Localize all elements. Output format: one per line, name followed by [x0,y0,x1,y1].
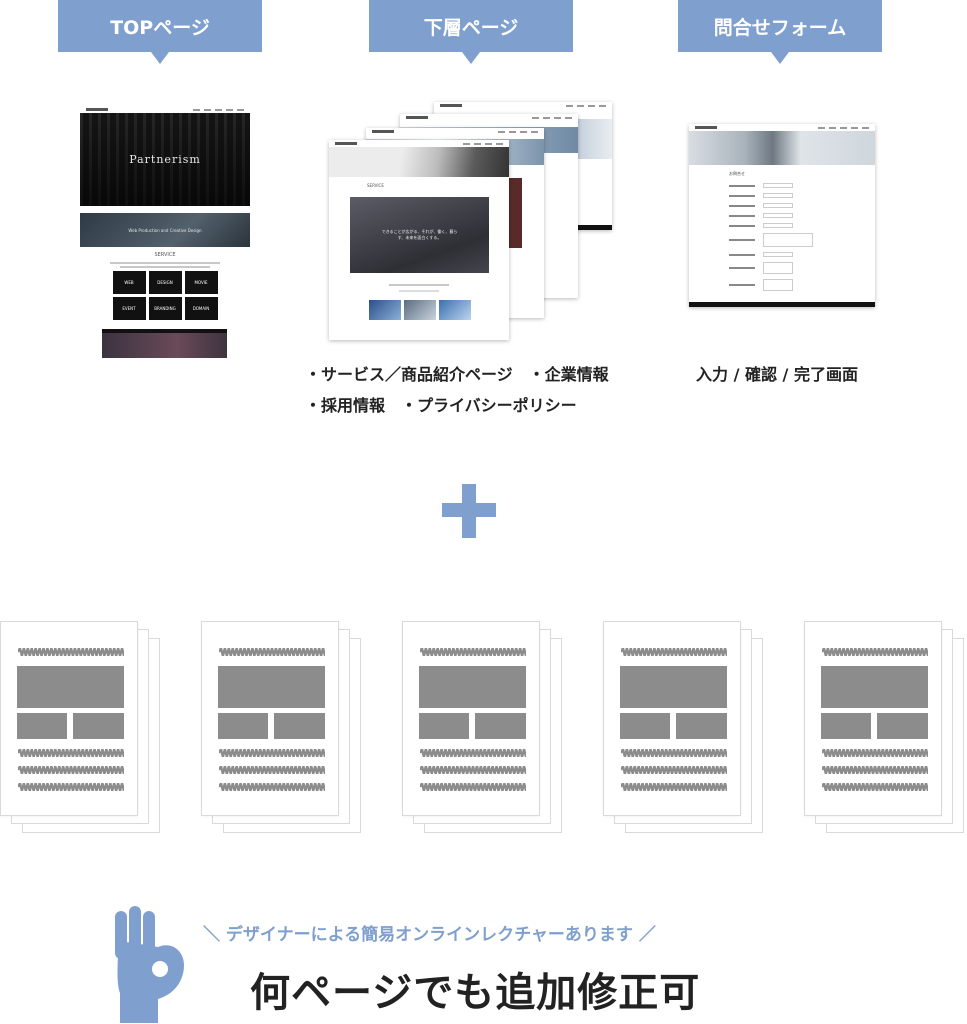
sub-page-caption-line1: ・サービス／商品紹介ページ ・企業情報 [305,365,609,384]
page-stack [0,621,170,833]
text-placeholder-wave [822,648,928,656]
text-placeholder-wave [18,749,124,757]
sub-mockup-hero-photo: できることが広がる、それが、働く、暮らす、未来を面白くする。 [350,197,489,273]
service-cell: EVENT [112,297,146,320]
image-placeholder [877,713,928,739]
text-placeholder-wave [18,766,124,774]
page-sheet [804,621,942,816]
text-placeholder-wave [822,766,928,774]
service-cell: MOVIE [184,271,218,294]
text-placeholder-wave [420,783,526,791]
sub-mockup-section-title: SERVICE [367,183,384,188]
sub-mockup-hero-text: できることが広がる、それが、働く、暮らす、未来を面白くする。 [381,229,458,240]
contact-form-mockup: お問合せ [689,124,875,307]
image-placeholder [821,666,928,708]
page-stack [402,621,572,833]
text-placeholder-wave [420,648,526,656]
top-mockup-hero-photo: Partnerism [80,113,250,206]
text-placeholder-wave [18,648,124,656]
service-cell: DESIGN [148,271,182,294]
image-placeholder [218,713,268,739]
image-placeholder [17,666,124,708]
image-placeholder [73,713,124,739]
form-caption: 入力 / 確認 / 完了画面 [696,365,858,384]
service-cell: WEB [112,271,146,294]
image-placeholder [419,713,469,739]
image-placeholder [17,713,67,739]
page-sheet [0,621,138,816]
text-placeholder-wave [621,783,727,791]
ok-hand-icon [115,906,184,1023]
page-stack [201,621,371,833]
image-placeholder [419,666,526,708]
text-placeholder-wave [219,749,325,757]
top-mockup-video [102,329,227,358]
service-cell: DOMAIN [184,297,218,320]
lecture-subtitle: ＼ デザイナーによる簡易オンラインレクチャーあります ／ [203,925,656,945]
text-placeholder-wave [420,766,526,774]
image-placeholder [475,713,526,739]
page-sheet [402,621,540,816]
image-placeholder [676,713,727,739]
text-placeholder-wave [822,783,928,791]
image-placeholder [218,666,325,708]
page-sheet [201,621,339,816]
page-stack [603,621,773,833]
image-placeholder [620,713,670,739]
top-mockup-nav [80,106,250,113]
service-cell: BRANDING [148,297,182,320]
tag-contact-form: 問合せフォーム [678,0,882,64]
top-mockup-service-grid: WEB DESIGN MOVIE EVENT BRANDING DOMAIN [80,271,250,320]
form-mockup-hero-photo [689,131,875,165]
text-placeholder-wave [219,783,325,791]
main-title: 何ページでも追加修正可 [250,970,701,1016]
image-placeholder [620,666,727,708]
tag-contact-form-label: 問合せフォーム [713,16,847,39]
page-stack [804,621,967,833]
top-mockup-header: Partnerism [80,106,250,206]
text-placeholder-wave [822,749,928,757]
form-mockup-title: お問合せ [729,171,745,176]
image-placeholder [821,713,871,739]
text-placeholder-wave [420,749,526,757]
text-placeholder-wave [18,783,124,791]
text-placeholder-wave [219,648,325,656]
text-placeholder-wave [219,766,325,774]
tag-sub-page: 下層ページ [369,0,573,64]
image-placeholder [274,713,325,739]
tag-top-page-label: TOPページ [110,16,210,39]
top-mockup-banner: Web Production and Creative Design [80,213,250,247]
text-placeholder-wave [621,766,727,774]
tag-top-page: TOPページ [58,0,262,64]
sub-page-caption-line2: ・採用情報 ・プライバシーポリシー [305,396,577,415]
page-sheet [603,621,741,816]
mini-logo [86,108,108,111]
top-mockup-banner-text: Web Production and Creative Design [128,227,202,233]
top-mockup-service-title: SERVICE [154,252,176,258]
text-placeholder-wave [621,749,727,757]
tag-sub-page-label: 下層ページ [423,16,519,39]
sub-page-front: SERVICE できることが広がる、それが、働く、暮らす、未来を面白くする。 [329,140,509,340]
text-placeholder-wave [621,648,727,656]
top-mockup-hero-text: Partnerism [129,153,201,166]
